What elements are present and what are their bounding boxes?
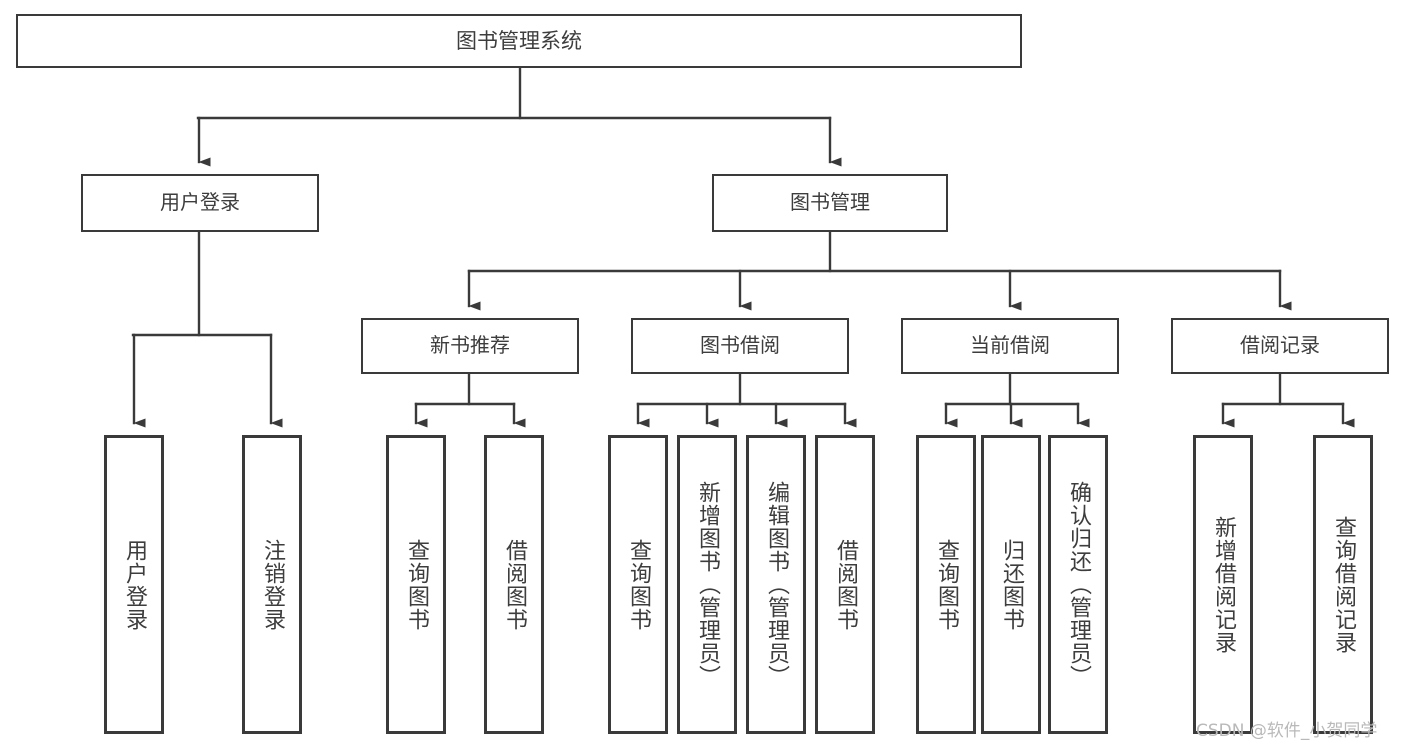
leaf-user-login[interactable]: 用户登录	[104, 435, 164, 734]
leaf-new-query-book-label: 查询图书	[404, 538, 429, 631]
leaf-borrow-book[interactable]: 借阅图书	[815, 435, 875, 734]
leaf-return-book[interactable]: 归还图书	[981, 435, 1041, 734]
node-user-login-label: 用户登录	[160, 190, 240, 215]
node-root-label: 图书管理系统	[456, 28, 582, 53]
leaf-edit-book-admin[interactable]: 编辑图书（管理员）	[746, 435, 806, 734]
leaf-add-book-admin[interactable]: 新增图书（管理员）	[677, 435, 737, 734]
leaf-add-book-admin-label: 新增图书（管理员）	[695, 481, 720, 688]
node-book-borrow-label: 图书借阅	[700, 333, 780, 358]
node-new-book-recommend[interactable]: 新书推荐	[361, 318, 579, 374]
leaf-add-borrow-record-label: 新增借阅记录	[1211, 515, 1236, 654]
watermark: CSDN @软件_小贺同学	[1196, 721, 1378, 741]
leaf-user-logout[interactable]: 注销登录	[242, 435, 302, 734]
leaf-return-book-label: 归还图书	[999, 538, 1024, 631]
leaf-borrow-query-book-label: 查询图书	[626, 538, 651, 631]
leaf-current-query-book[interactable]: 查询图书	[916, 435, 976, 734]
leaf-current-query-book-label: 查询图书	[934, 538, 959, 631]
leaf-add-borrow-record[interactable]: 新增借阅记录	[1193, 435, 1253, 734]
leaf-query-borrow-record[interactable]: 查询借阅记录	[1313, 435, 1373, 734]
leaf-new-query-book[interactable]: 查询图书	[386, 435, 446, 734]
node-user-login[interactable]: 用户登录	[81, 174, 319, 232]
leaf-user-logout-label: 注销登录	[260, 538, 285, 631]
leaf-user-login-label: 用户登录	[122, 538, 147, 631]
node-book-management-label: 图书管理	[790, 190, 870, 215]
leaf-borrow-book-label: 借阅图书	[833, 538, 858, 631]
node-book-borrow[interactable]: 图书借阅	[631, 318, 849, 374]
leaf-new-borrow-book-label: 借阅图书	[502, 538, 527, 631]
node-current-borrow[interactable]: 当前借阅	[901, 318, 1119, 374]
node-root[interactable]: 图书管理系统	[16, 14, 1022, 68]
node-borrow-record[interactable]: 借阅记录	[1171, 318, 1389, 374]
node-current-borrow-label: 当前借阅	[970, 333, 1050, 358]
leaf-query-borrow-record-label: 查询借阅记录	[1331, 515, 1356, 654]
leaf-confirm-return-admin-label: 确认归还（管理员）	[1066, 481, 1091, 688]
leaf-borrow-query-book[interactable]: 查询图书	[608, 435, 668, 734]
leaf-confirm-return-admin[interactable]: 确认归还（管理员）	[1048, 435, 1108, 734]
node-borrow-record-label: 借阅记录	[1240, 333, 1320, 358]
node-book-management[interactable]: 图书管理	[712, 174, 948, 232]
node-new-book-recommend-label: 新书推荐	[430, 333, 510, 358]
leaf-new-borrow-book[interactable]: 借阅图书	[484, 435, 544, 734]
leaf-edit-book-admin-label: 编辑图书（管理员）	[764, 481, 789, 688]
